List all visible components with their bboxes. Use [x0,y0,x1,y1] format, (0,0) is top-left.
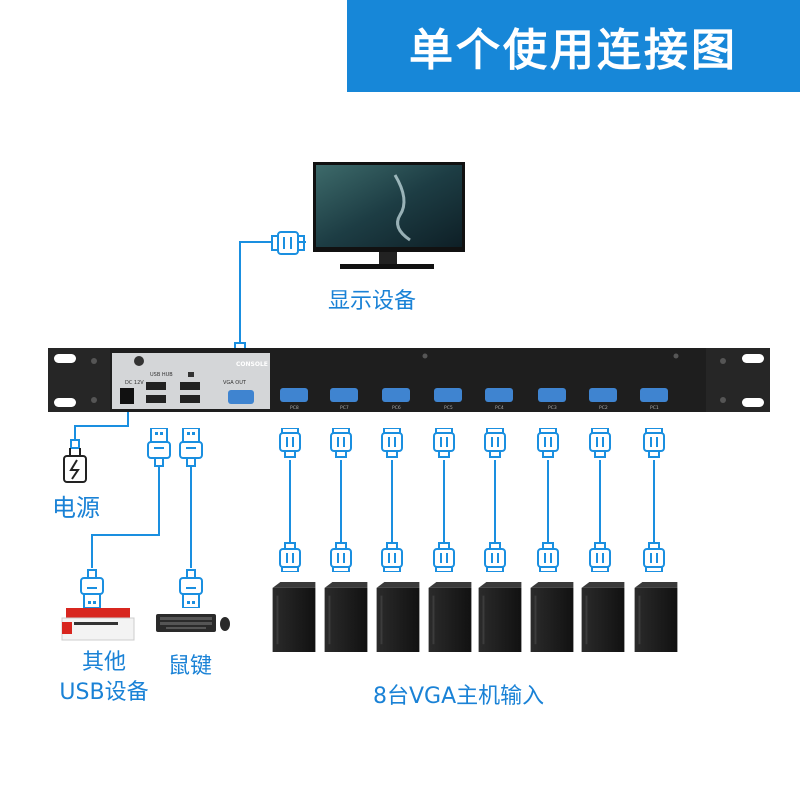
monitor-label: 显示设备 [328,289,417,314]
usb-cables [80,428,203,608]
computer-tower-icon [428,582,472,652]
svg-text:PC3: PC3 [548,405,557,411]
vga-out-label: VGA OUT [223,380,247,386]
console-label: CONSOLE [236,361,268,368]
computer-tower-icon [530,582,574,652]
svg-text:PC4: PC4 [495,405,504,411]
computer-tower-icon [376,582,420,652]
vga-out-cable [229,231,306,372]
other-usb-label: 其他 USB设备 [56,648,152,708]
svg-text:PC6: PC6 [392,405,401,411]
other-usb-label-line1: 其他 [81,650,126,675]
computer-tower-icon [324,582,368,652]
power-adapter-icon [63,448,87,483]
host-computers [272,582,678,652]
svg-text:PC5: PC5 [444,405,453,411]
dc-port-label: DC 12V [125,380,144,386]
host-vga-cables [279,428,665,572]
usb-hub-label: USB HUB [150,372,173,378]
page-title: 单个使用连接图 [347,0,800,92]
monitor-icon [313,162,465,269]
mouse-keyboard-label: 鼠键 [168,654,213,679]
computer-tower-icon [478,582,522,652]
printer-icon [61,608,135,641]
computer-tower-icon [272,582,316,652]
vga-input-ports: PC8 PC7 PC6 PC5 PC4 PC3 PC2 PC1 [280,388,668,411]
power-label: 电源 [52,494,100,522]
other-usb-label-line2: USB设备 [59,680,149,705]
power-cable [63,412,129,483]
svg-text:PC2: PC2 [599,405,608,411]
computer-tower-icon [581,582,625,652]
hosts-input-label: 8台VGA主机输入 [373,684,545,709]
svg-text:PC7: PC7 [340,405,349,411]
keyboard-mouse-icon [156,614,230,632]
svg-text:PC8: PC8 [290,405,299,411]
computer-tower-icon [634,582,678,652]
svg-text:PC1: PC1 [650,405,659,411]
kvm-switch-device: DC 12V USB HUB VGA OUT CONSOLE PC8 PC7 P… [48,348,770,412]
